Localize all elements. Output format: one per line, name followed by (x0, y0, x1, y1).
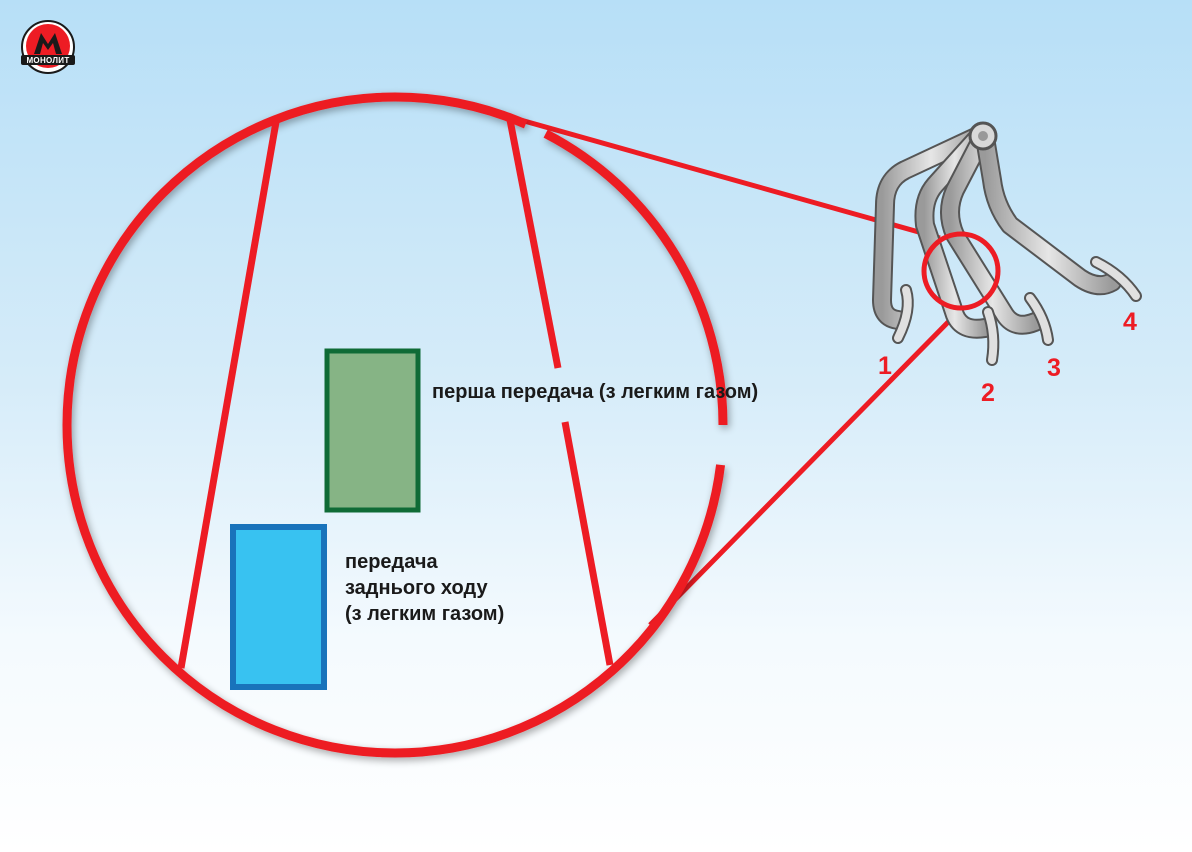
logo (21, 20, 75, 74)
pedal-arm-4-fill (977, 130, 1120, 294)
zoom-source-circle (921, 231, 1001, 311)
logo-mark-icon (34, 33, 62, 54)
first-gear-box (324, 348, 421, 513)
pedal-pad-4-fill (1092, 258, 1140, 300)
pedal-number-1: 1 (878, 352, 892, 380)
reverse-gear-box (230, 524, 327, 690)
pedal-number-3: 3 (1047, 354, 1061, 382)
first-gear-label: перша передача (з легким газом) (432, 381, 759, 403)
pedal-pad-2-fill (984, 308, 998, 364)
logo-text: МОНОЛИТ (26, 56, 70, 65)
reverse-gear-label-line2: заднього ходу (345, 577, 488, 599)
gate-line-right-upper (506, 119, 562, 369)
zoom-connector-top (509, 114, 941, 241)
gate-line-right-lower (561, 421, 614, 666)
pedal-arm-2-fill (916, 127, 993, 337)
zoom-connector-bottom (648, 310, 960, 627)
reverse-gear-label-line1: передача (345, 551, 438, 573)
reverse-gear-label: передача заднього ходу (з легким газом) (345, 549, 504, 627)
pedal-pad-1-fill (894, 286, 912, 342)
pedal-arm-1-fill (874, 127, 988, 328)
logo-text-band (21, 55, 75, 65)
pedal-assembly (872, 121, 1142, 366)
pedal-pivot-bolt-icon (978, 131, 988, 141)
pedal-pad-3-fill (1026, 294, 1052, 344)
magnified-view-circle (62, 92, 728, 758)
pedal-number-4: 4 (1123, 308, 1137, 336)
reverse-gear-label-line3: (з легким газом) (345, 603, 505, 625)
gate-line-left (177, 121, 280, 669)
pedal-number-2: 2 (981, 379, 995, 407)
